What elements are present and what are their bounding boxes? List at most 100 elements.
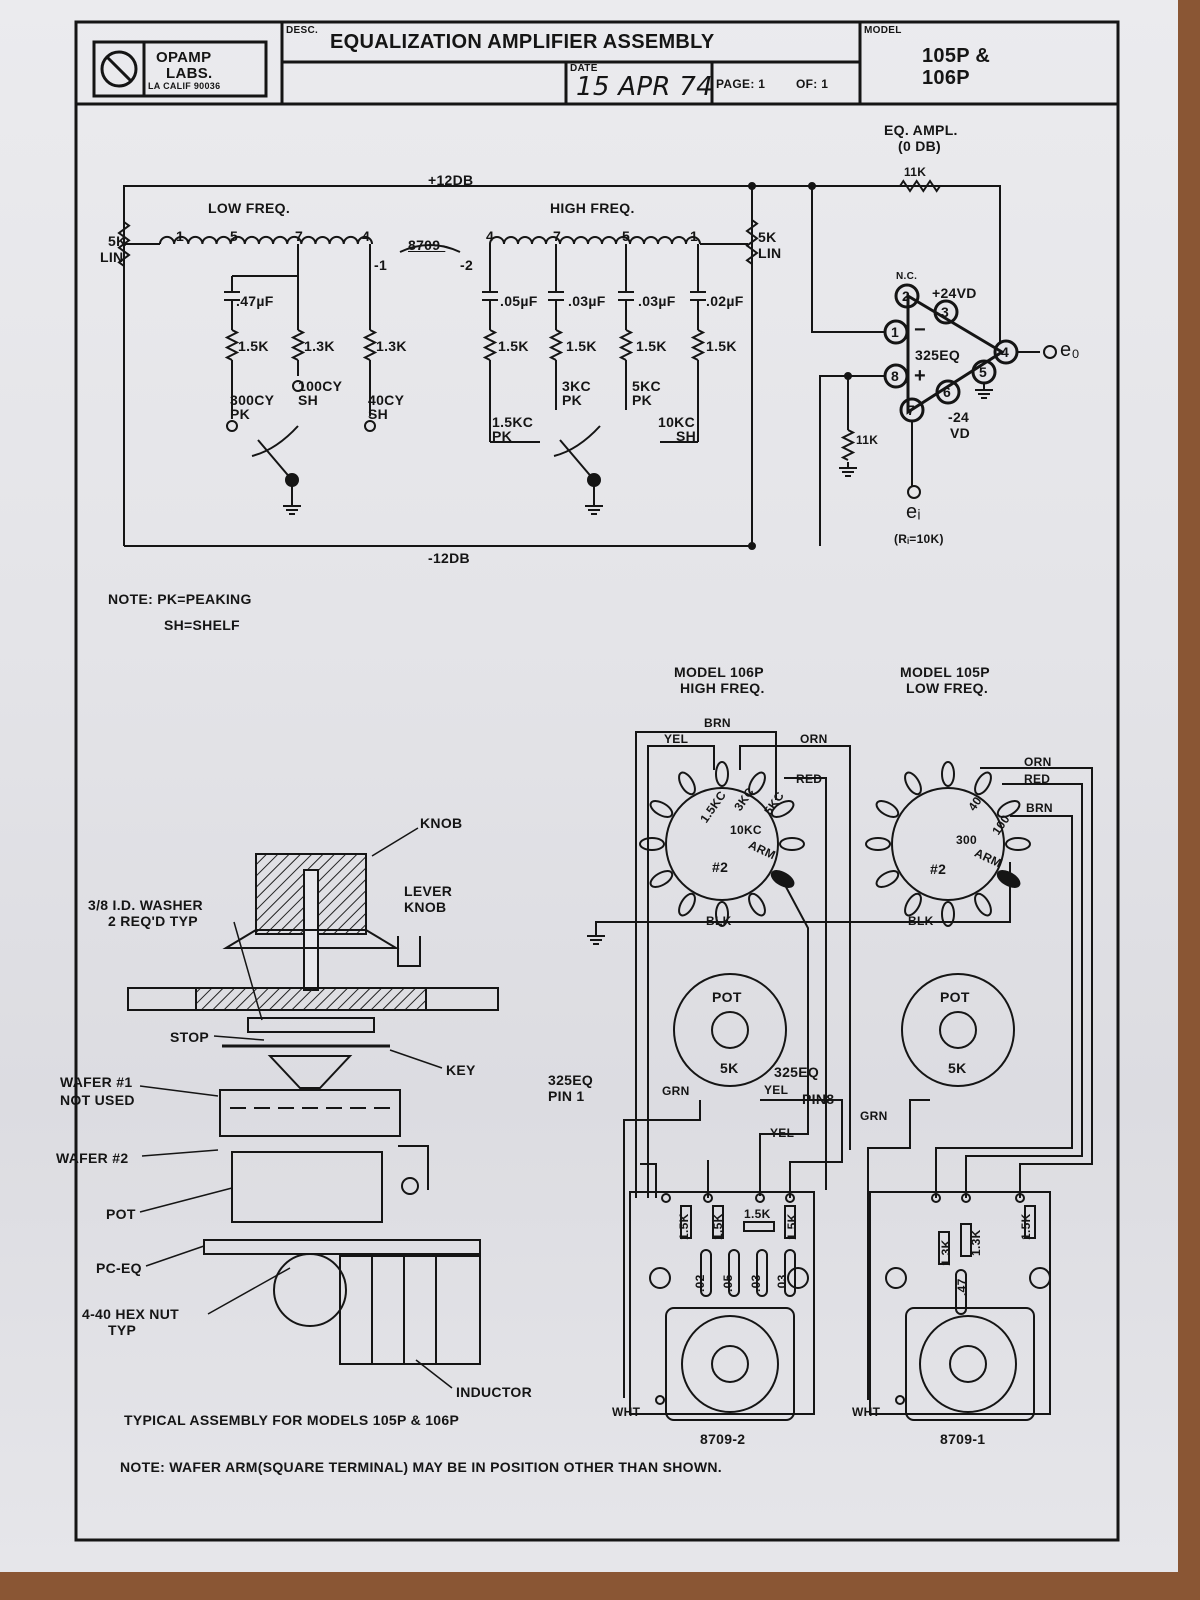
yel-wire-2: YEL — [770, 1126, 795, 1140]
board-capacitor — [700, 1249, 712, 1297]
opamp-325eq — [906, 293, 1005, 415]
pc-board-lf — [869, 1191, 1051, 1421]
cap-label: .47µF — [236, 293, 274, 309]
lf-tap: 4 — [362, 228, 371, 244]
switch-arc — [251, 425, 299, 457]
pot-left — [117, 221, 131, 267]
pc-eq-label: PC-EQ — [96, 1260, 142, 1276]
input-resistor: 11K — [856, 433, 879, 447]
neg-supply-unit: VD — [950, 425, 971, 441]
model-label: MODEL — [864, 25, 902, 36]
washer-label: 3/8 I.D. WASHER — [88, 897, 203, 913]
board-resistor: 1.3K — [969, 1229, 983, 1256]
board-resistor — [960, 1223, 972, 1257]
switch-lug — [974, 892, 992, 917]
lf-tap: 7 — [295, 228, 304, 244]
switch-lug — [865, 837, 891, 851]
hf-model-subtitle: HIGH FREQ. — [680, 680, 765, 696]
output-label: e₀ — [1060, 339, 1081, 361]
wire-label: BLK — [706, 914, 732, 928]
board-cap: .47 — [955, 1278, 969, 1296]
pot-right-type: LIN — [758, 245, 782, 261]
switch-pos: 100CY — [298, 378, 343, 394]
inverting-sign: − — [914, 319, 926, 341]
opamp-pin-number: 6 — [943, 384, 952, 400]
switch-pos: 3KC — [562, 378, 591, 394]
company-name-2: LABS. — [166, 65, 213, 82]
ground-icon — [585, 500, 603, 515]
switch-wiper — [559, 439, 595, 481]
opamp-label: 325EQ — [915, 347, 961, 363]
pot-hf — [673, 973, 787, 1087]
resistor-label: 1.5K — [636, 338, 667, 354]
opamp-pin-number: 3 — [941, 304, 950, 320]
resistor — [482, 329, 498, 361]
company-address: LA CALIF 90036 — [148, 81, 221, 91]
switch-pos: 300CY — [230, 392, 275, 408]
switch-wiper — [257, 439, 293, 481]
switch-contact — [364, 420, 376, 432]
date-label: DATE — [570, 63, 598, 74]
assembly-caption: TYPICAL ASSEMBLY FOR MODELS 105P & 106P — [124, 1412, 460, 1428]
switch-lug — [639, 837, 665, 851]
grn-wire: GRN — [662, 1084, 690, 1098]
board-resistor — [784, 1205, 796, 1239]
switch-lug — [875, 870, 900, 888]
description: EQUALIZATION AMPLIFIER ASSEMBLY — [330, 31, 715, 53]
board-cap: .03 — [749, 1274, 763, 1292]
wire-label: ORN — [1024, 755, 1052, 769]
feedback-resistor — [899, 179, 941, 193]
resistor-label: 1.5K — [238, 338, 269, 354]
input-label: eᵢ — [906, 501, 921, 523]
board-resistor — [938, 1231, 950, 1265]
pot-left-type: LIN — [100, 249, 124, 265]
board-cap: .05 — [721, 1274, 735, 1292]
switch-lug — [715, 901, 729, 927]
wire-label: ORN — [800, 732, 828, 746]
opamp-pin-number: 5 — [979, 364, 988, 380]
pin8-label-2: PIN8 — [802, 1091, 835, 1107]
resistor-label: 1.3K — [304, 338, 335, 354]
opamp-pin-number: 8 — [891, 368, 900, 384]
board-resistor: 1.5K — [677, 1213, 691, 1240]
resistor — [690, 329, 706, 361]
amp-title: EQ. AMPL. — [884, 122, 958, 138]
lever-knob-label: LEVER — [404, 883, 453, 899]
rotary-switch-hf — [665, 787, 779, 901]
opamp-pin-number: 1 — [891, 324, 900, 340]
board-resistor — [1024, 1205, 1036, 1239]
switch-pos: 5KC — [632, 378, 661, 394]
minus-rail-label: -12DB — [428, 550, 470, 566]
switch-lug — [996, 870, 1021, 888]
switch-lug — [678, 771, 696, 796]
wire-label: RED — [796, 772, 823, 786]
resistor-label: 1.5K — [566, 338, 597, 354]
pot-value: 5K — [948, 1060, 967, 1076]
board-capacitor — [728, 1249, 740, 1297]
cap-label: .02µF — [706, 293, 744, 309]
switch-pos: SH — [298, 392, 319, 408]
opamp-pin-circle — [993, 339, 1019, 365]
capacitor — [482, 291, 498, 301]
desc-label: DESC. — [286, 25, 319, 36]
pot-left-value: 5K — [108, 233, 127, 249]
amp-gain: (0 DB) — [898, 138, 942, 154]
hf-tap: 7 — [553, 228, 562, 244]
plus-rail-label: +12DB — [428, 172, 474, 188]
pot-label: POT — [712, 989, 742, 1005]
switch-lug — [875, 800, 900, 818]
switch-label: 300 — [956, 833, 977, 847]
wht-wire: WHT — [612, 1405, 641, 1419]
logo-icon — [100, 50, 138, 88]
resistor — [224, 329, 240, 361]
board-cap: .03 — [775, 1274, 789, 1292]
switch-lug — [1005, 837, 1031, 851]
inductor-lf — [159, 235, 373, 245]
ground-icon — [975, 384, 993, 399]
wire-label: YEL — [664, 732, 689, 746]
switch-lug — [649, 870, 674, 888]
mechanical-assembly — [127, 853, 499, 1365]
wire-label: BRN — [704, 716, 731, 730]
opamp-pin-number: 2 — [902, 288, 911, 304]
capacitor — [618, 291, 634, 301]
